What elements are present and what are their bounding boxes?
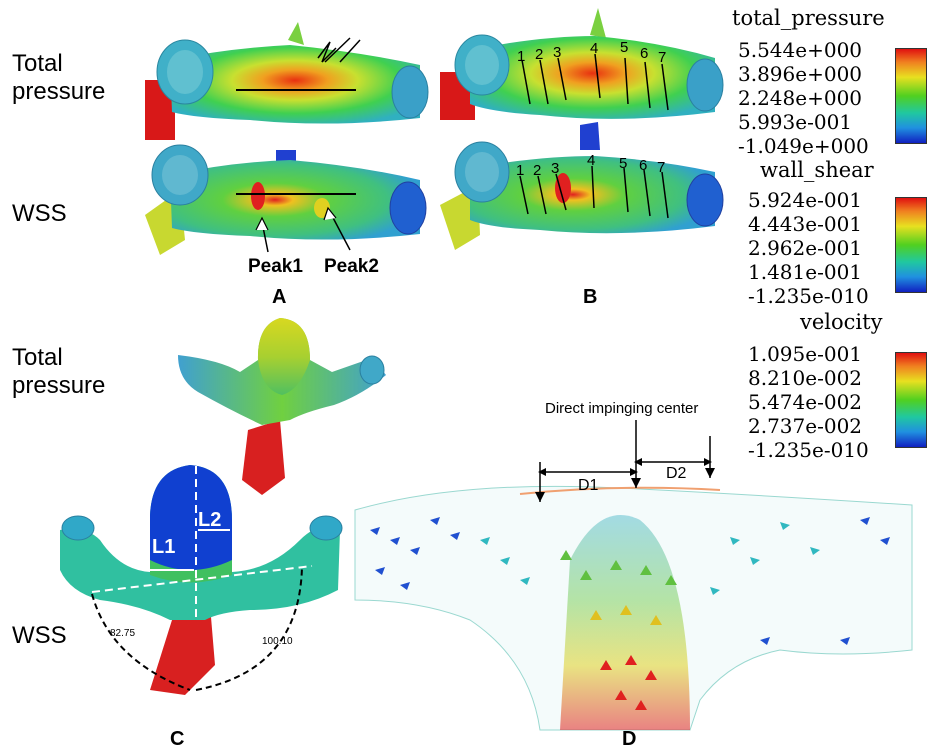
panel-d-velocity-field bbox=[354, 420, 913, 731]
colorbar-total-pressure bbox=[895, 48, 927, 144]
peak1-label: Peak1 bbox=[248, 256, 303, 277]
section-number-7-wss: 7 bbox=[657, 159, 665, 176]
panel-c-wss-model bbox=[60, 465, 343, 695]
section-number-1: 1 bbox=[517, 48, 525, 65]
section-number-1-wss: 1 bbox=[516, 162, 524, 179]
d2-label: D2 bbox=[666, 465, 687, 482]
section-number-6: 6 bbox=[640, 45, 648, 62]
row-label-wss-c: WSS bbox=[12, 622, 67, 649]
panel-c-total-pressure-model bbox=[178, 318, 386, 495]
colorbar-title-total-pressure: total_pressure bbox=[732, 6, 885, 30]
section-number-4-wss: 4 bbox=[587, 152, 595, 169]
panel-label-a: A bbox=[272, 286, 287, 308]
colorbar-values-velocity: 1.095e-001 8.210e-002 5.474e-002 2.737e-… bbox=[748, 342, 869, 462]
angle-left-label: 82.75 bbox=[110, 628, 135, 639]
section-number-3: 3 bbox=[553, 44, 561, 61]
panel-a-wss-model bbox=[145, 144, 427, 255]
section-number-7: 7 bbox=[658, 49, 666, 66]
l2-label: L2 bbox=[198, 509, 221, 531]
section-number-4: 4 bbox=[590, 40, 598, 57]
angle-right-label: 100.10 bbox=[262, 636, 293, 647]
section-number-6-wss: 6 bbox=[639, 157, 647, 174]
row-label-wss-a: WSS bbox=[12, 200, 67, 227]
section-number-2: 2 bbox=[535, 46, 543, 63]
colorbar-title-velocity: velocity bbox=[800, 310, 883, 334]
peak2-label: Peak2 bbox=[324, 256, 379, 277]
panel-b-total-pressure-model bbox=[440, 8, 724, 120]
d1-label: D1 bbox=[578, 477, 599, 494]
colorbar-values-total-pressure: 5.544e+000 3.896e+000 2.248e+000 5.993e-… bbox=[738, 38, 869, 158]
panel-a-total-pressure-model bbox=[145, 22, 429, 140]
panel-b-wss-model bbox=[440, 122, 724, 250]
section-number-5: 5 bbox=[620, 39, 628, 56]
colorbar-velocity bbox=[895, 352, 927, 448]
colorbar-title-wall-shear: wall_shear bbox=[760, 158, 874, 182]
l1-label: L1 bbox=[152, 536, 175, 558]
panel-label-c: C bbox=[170, 728, 185, 750]
panel-label-d: D bbox=[622, 728, 637, 750]
colorbar-wall-shear bbox=[895, 197, 927, 293]
section-number-2-wss: 2 bbox=[533, 162, 541, 179]
section-number-3-wss: 3 bbox=[551, 160, 559, 177]
impinging-center-label: Direct impinging center bbox=[545, 400, 698, 417]
colorbar-values-wall-shear: 5.924e-001 4.443e-001 2.962e-001 1.481e-… bbox=[748, 188, 869, 308]
panel-label-b: B bbox=[583, 286, 598, 308]
section-number-5-wss: 5 bbox=[619, 155, 627, 172]
